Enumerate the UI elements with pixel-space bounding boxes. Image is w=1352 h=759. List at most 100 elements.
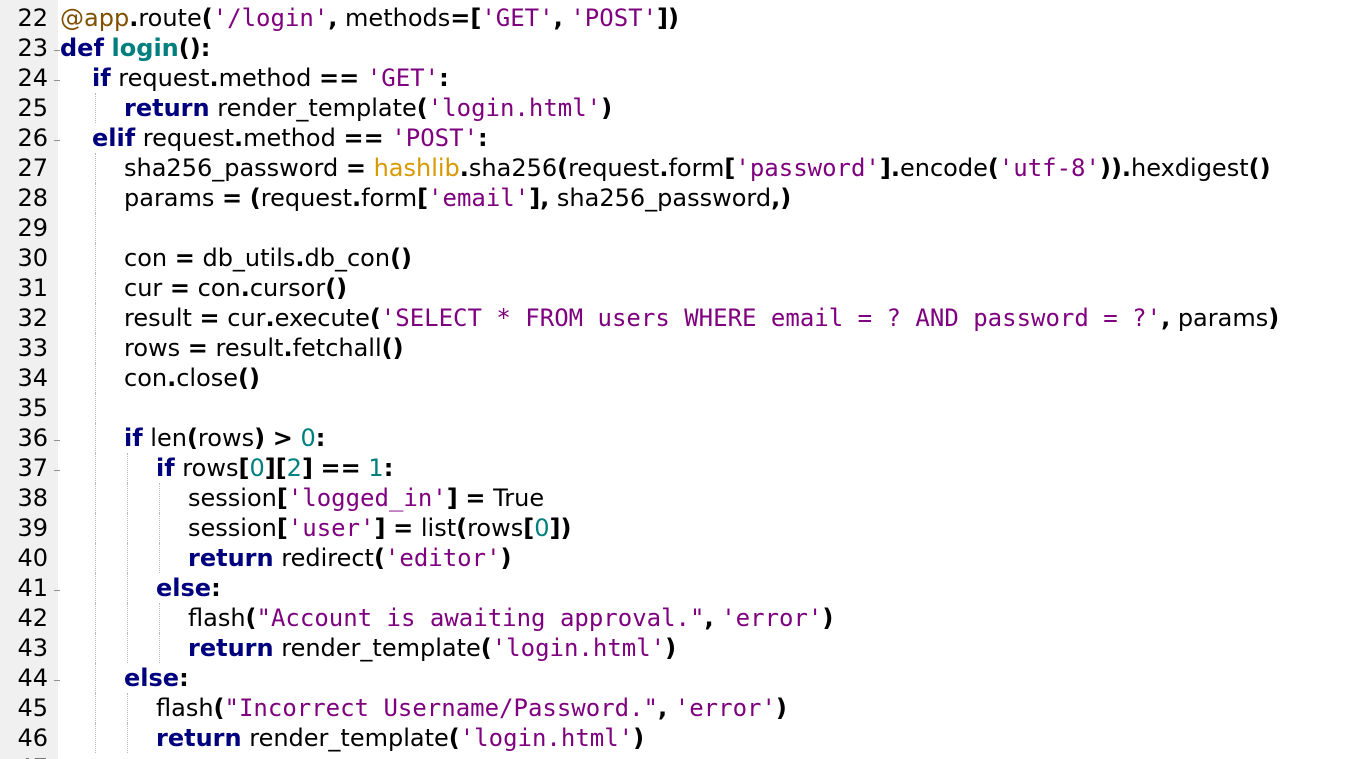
line-number-gutter[interactable] [0,0,58,759]
code-text: return render_template('login.html') [156,723,644,753]
indent-guide [95,693,96,723]
code-text: if len(rows) > 0: [124,423,325,453]
line-number: 29 [17,214,48,242]
fold-marker[interactable] [54,140,60,141]
code-token-op: ] [374,514,386,542]
code-token-str: 'login.html' [459,724,634,752]
indent-guide [95,543,96,573]
line-number: 38 [17,484,48,512]
indent-guide [95,723,96,753]
code-token-kw: if [92,64,111,92]
line-number: 37 [17,454,48,482]
code-token-op: . [459,154,469,182]
indent-guide [95,183,96,213]
fold-marker[interactable] [54,470,60,471]
code-token-plain [385,514,393,542]
code-token-plain [313,454,321,482]
line-number: 39 [17,514,48,542]
indent-guide [159,513,160,543]
indent-guide [95,603,96,633]
code-token-str: 'SELECT * FROM users WHERE email = ? AND… [380,304,1162,332]
code-token-plain: session [188,514,277,542]
code-token-plain [265,424,273,452]
code-token-op: ( [416,94,428,122]
fold-marker[interactable] [54,680,60,681]
code-token-plain: rows [197,424,255,452]
code-token-str: 'editor' [384,544,501,572]
code-token-plain: params [124,184,223,212]
indent-guide [95,273,96,303]
code-token-op: = [345,154,366,182]
code-token-op: ( [480,634,492,662]
line-number: 34 [17,364,48,392]
code-token-plain [104,34,112,62]
fold-marker[interactable] [54,80,60,81]
code-token-op: ( [369,304,381,332]
code-text: elif request.method == 'POST': [92,123,488,153]
indent-guide [95,393,96,423]
code-token-op: ] [301,454,313,482]
code-text: flash("Incorrect Username/Password.", 'e… [156,693,787,723]
code-token-plain: db_con [304,244,391,272]
code-token-kw: return [188,634,274,662]
code-text: if rows[0][2] == 1: [156,453,393,483]
code-token-str: 'POST' [391,124,479,152]
code-token-str: 'GET' [481,4,554,32]
code-token-str: "Account is awaiting approval." [256,604,705,632]
code-token-op: == [318,64,360,92]
code-token-kw: elif [92,124,136,152]
code-text: con = db_utils.db_con() [124,243,412,273]
code-token-plain: methods [337,4,451,32]
code-token-plain: db_utils [194,244,296,272]
line-number: 32 [17,304,48,332]
code-token-deco: @app [60,4,130,32]
code-token-op: : [179,664,189,692]
indent-guide [95,513,96,543]
code-token-op: ( [249,184,261,212]
code-token-plain: method [218,64,319,92]
code-token-op: [ [523,514,535,542]
code-token-op: ) [1268,304,1280,332]
indent-guide [127,603,128,633]
code-token-op: . [129,4,139,32]
code-token-plain: True [485,484,545,512]
code-token-kw: return [156,724,242,752]
code-token-op: , [553,4,563,32]
code-text: flash("Account is awaiting approval.", '… [188,603,833,633]
code-token-plain: rows [467,514,524,542]
code-token-str: 'email' [428,184,530,212]
code-token-plain: request [135,124,235,152]
code-token-num: 0 [249,454,265,482]
fold-marker[interactable] [54,440,60,441]
code-token-plain: fetchall [292,334,382,362]
code-text: session['logged_in'] = True [188,483,544,513]
code-token-plain: con [124,244,175,272]
code-token-plain: sha256_password [124,154,346,182]
code-token-op: . [659,154,669,182]
fold-marker[interactable] [54,50,60,51]
code-token-plain: method [243,124,344,152]
code-token-op: : [315,424,326,452]
code-token-plain: cur [124,274,170,302]
fold-marker[interactable] [54,590,60,591]
code-token-str: 'error' [721,604,823,632]
code-token-plain: form [361,184,418,212]
code-token-kw: return [124,94,210,122]
line-number: 28 [17,184,48,212]
code-token-op: ) [500,544,512,572]
indent-guide [95,633,96,663]
code-token-plain: redirect [273,544,374,572]
indent-guide [159,543,160,573]
code-token-op: =[ [450,4,482,32]
code-token-op: == [320,454,361,482]
code-token-str: 'logged_in' [287,484,447,512]
code-token-plain: request [110,64,210,92]
code-token-op: : [478,124,488,152]
line-number: 40 [17,544,48,572]
indent-guide [127,543,128,573]
code-token-op: ( [186,424,198,452]
code-token-op: ) [665,634,677,662]
code-token-str: 'utf-8' [998,154,1100,182]
code-token-op: = [222,184,243,212]
